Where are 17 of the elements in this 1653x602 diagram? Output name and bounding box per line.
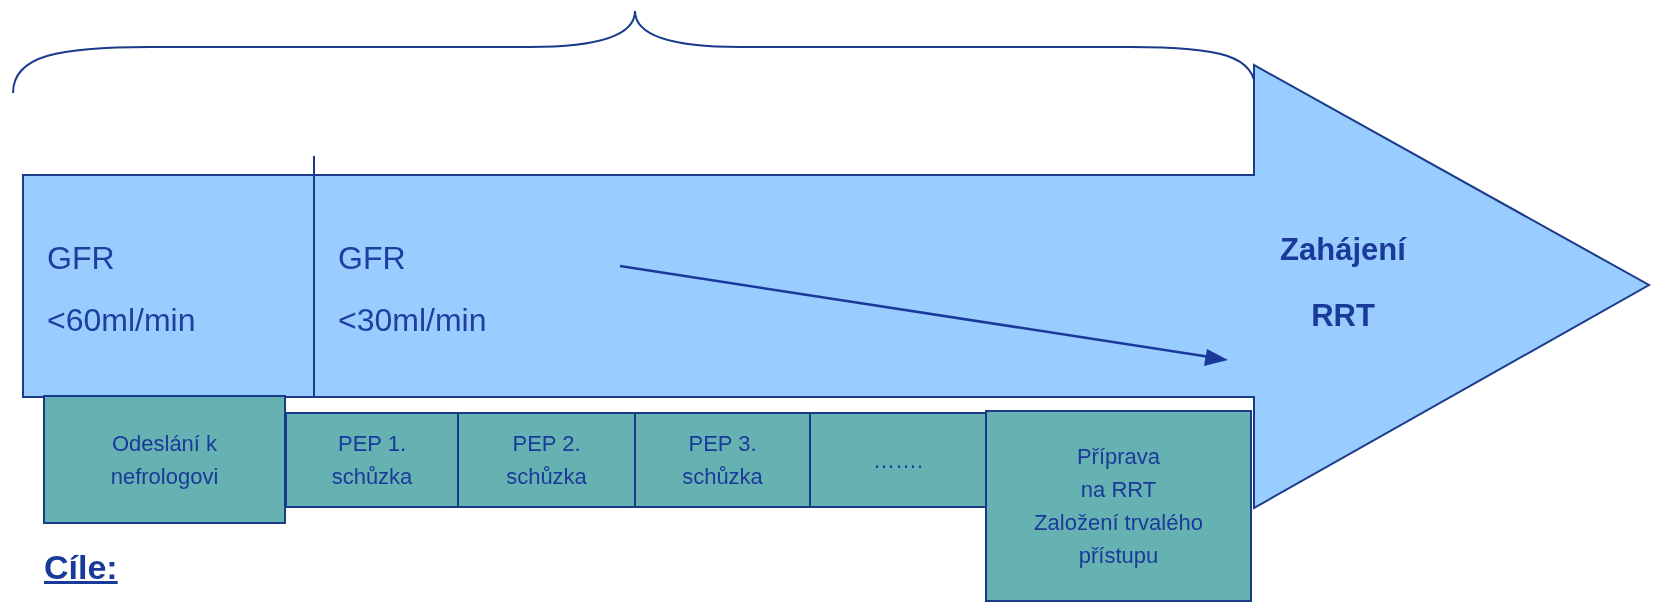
- step-text: …….: [872, 446, 924, 475]
- step-box: [634, 412, 811, 508]
- step-text: Příprava na RRT: [1075, 443, 1162, 504]
- step-text: Založení trvalého přístupu: [1033, 509, 1204, 570]
- step-box: [985, 410, 1252, 602]
- stage-label: Zahájení RRT: [1279, 231, 1408, 335]
- step-box: [457, 412, 636, 508]
- step-text: PEP 3. schůzka: [681, 430, 764, 491]
- heading-label: Cíle:: [44, 548, 118, 587]
- stage-label: GFR <60ml/min: [47, 239, 197, 340]
- step-text: PEP 1. schůzka: [330, 430, 414, 491]
- step-box: [285, 412, 459, 508]
- step-text: PEP 2. schůzka: [505, 430, 588, 491]
- step-text: Odeslání k nefrologovi: [109, 429, 220, 491]
- step-box: [43, 395, 286, 524]
- step-box: [809, 412, 987, 508]
- stage-label: GFR <30ml/min: [338, 239, 488, 340]
